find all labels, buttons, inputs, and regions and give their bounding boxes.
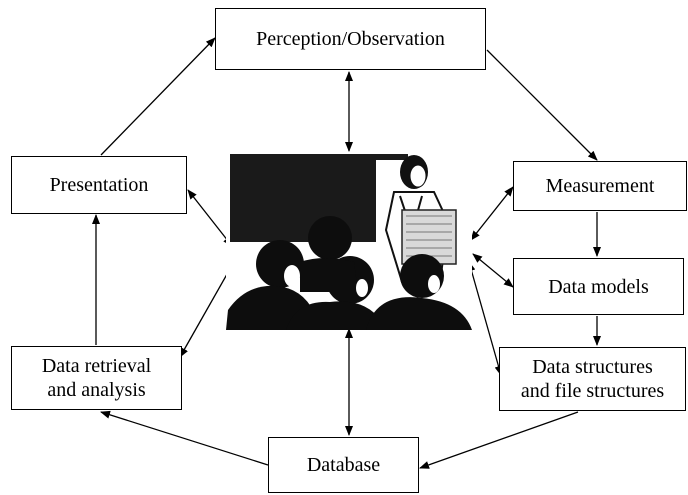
- perception-observation-label: Perception/Observation: [256, 28, 445, 50]
- measurement-box: Measurement: [513, 161, 687, 211]
- arrow-perception-to-measurement: [486, 49, 598, 161]
- measurement-label: Measurement: [545, 175, 655, 197]
- arrow-center-measurement: [470, 186, 514, 241]
- arrow-database-to-retrieval: [100, 410, 269, 466]
- presentation-label: Presentation: [49, 174, 149, 196]
- data-models-box: Data models: [513, 258, 684, 315]
- database-box: Database: [268, 437, 419, 493]
- arrow-center-datastructures: [467, 261, 503, 376]
- data-structures-box: Data structures and file structures: [499, 347, 686, 411]
- data-retrieval-label: Data retrieval and analysis: [41, 355, 152, 401]
- perception-observation-box: Perception/Observation: [215, 8, 486, 70]
- arrow-center-presentation: [187, 189, 233, 247]
- data-structures-label: Data structures and file structures: [520, 356, 665, 402]
- data-retrieval-box: Data retrieval and analysis: [11, 346, 182, 410]
- classroom-photo-icon: [226, 152, 472, 330]
- data-models-label: Data models: [548, 275, 649, 298]
- database-label: Database: [306, 454, 381, 476]
- arrow-datastructures-to-database: [419, 411, 579, 469]
- arrow-center-datamodels: [472, 253, 514, 288]
- presentation-box: Presentation: [11, 156, 187, 214]
- arrow-presentation-to-perception: [100, 37, 216, 156]
